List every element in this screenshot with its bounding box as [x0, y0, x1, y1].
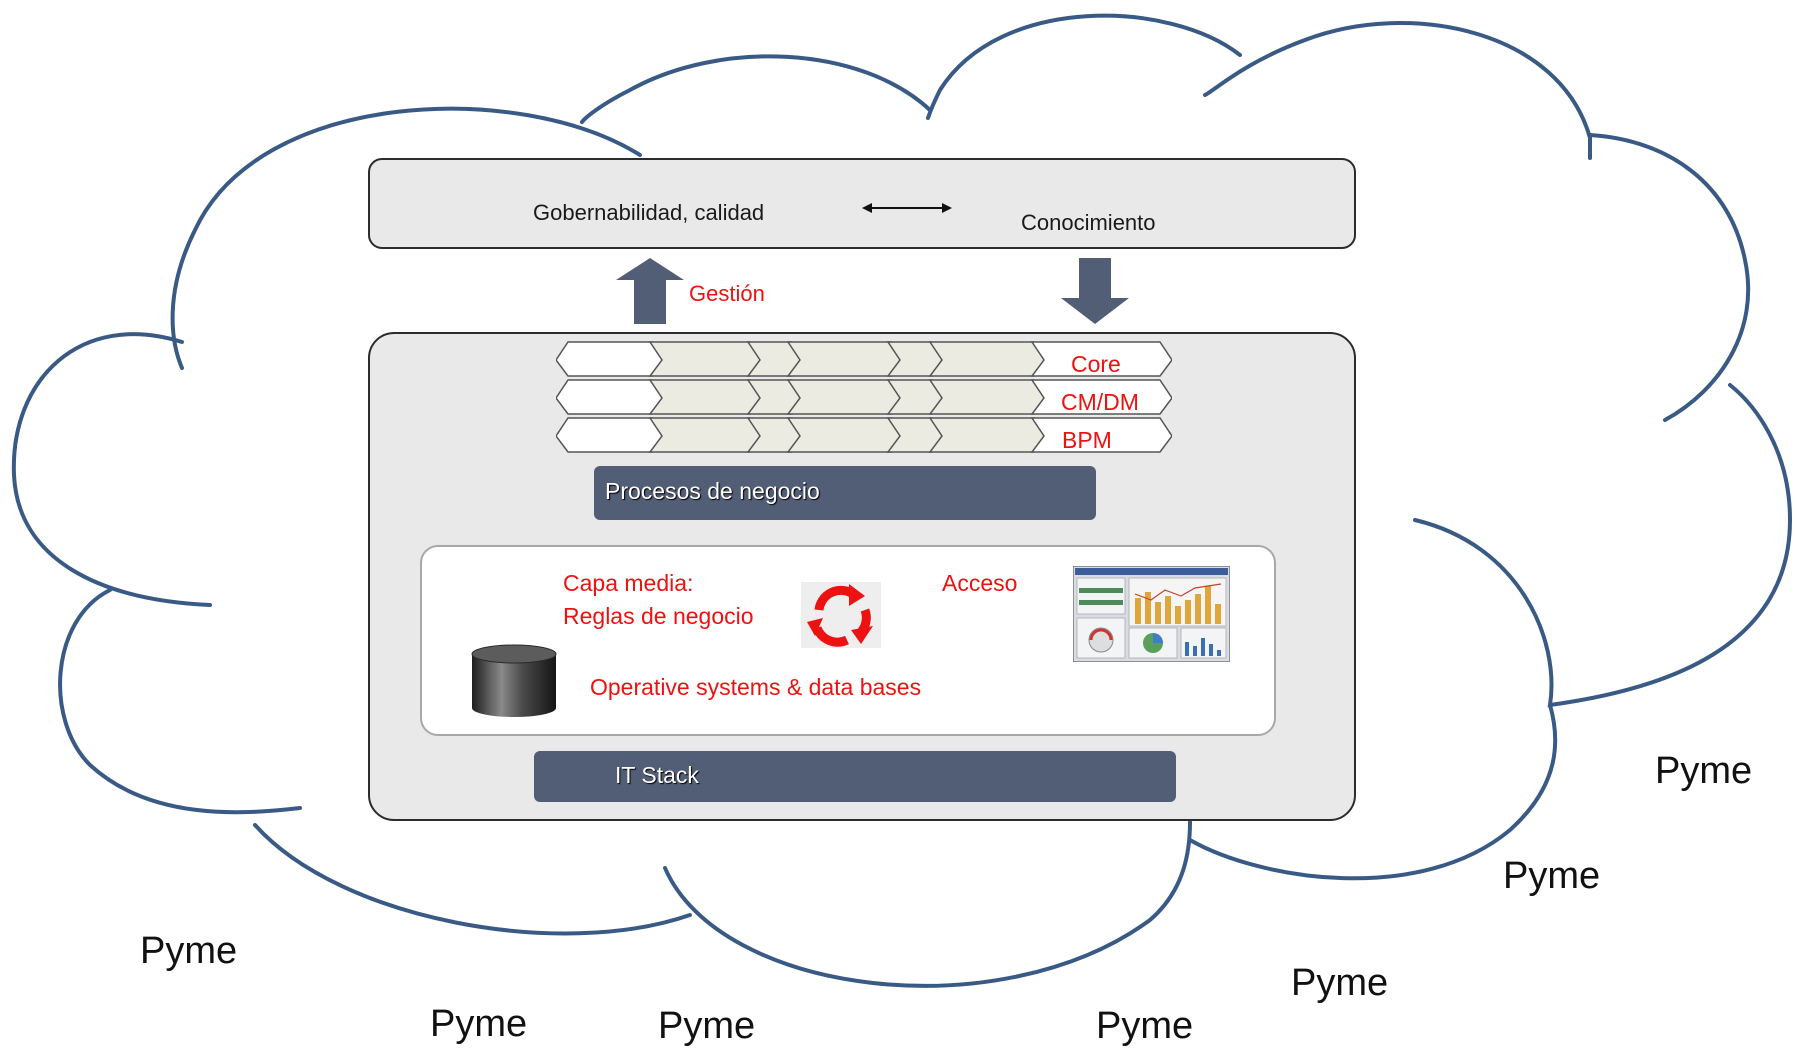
chevron: [928, 417, 1047, 453]
chevron: [928, 341, 1047, 377]
process-chevrons: [556, 341, 1172, 453]
chevron: [786, 379, 905, 415]
up-arrow-icon: [616, 258, 684, 324]
cycle-arrows-icon: [801, 582, 881, 648]
cloud-arc: [253, 823, 692, 936]
chevron-row-label-core: Core: [1071, 351, 1121, 377]
database-icon: [471, 644, 557, 717]
business-processes-bar: Procesos de negocio: [594, 466, 1096, 520]
chevron: [556, 341, 665, 377]
chevron-row-label-cmdm: CM/DM: [1061, 389, 1139, 415]
pyme-label: Pyme: [430, 1003, 528, 1045]
operative-systems-label: Operative systems & data bases: [590, 674, 922, 700]
chevron: [1030, 379, 1172, 415]
it-stack-bar: IT Stack: [534, 751, 1176, 802]
dashboard-thumbnail: [1073, 566, 1230, 662]
cloud-arc: [926, 13, 1242, 120]
cloud-arc: [1413, 383, 1793, 708]
chevron: [1030, 341, 1172, 377]
chevron-row-label-bpm: BPM: [1062, 427, 1112, 453]
pyme-label: Pyme: [1655, 750, 1753, 792]
chevron: [928, 379, 1047, 415]
pyme-label: Pyme: [658, 1005, 756, 1047]
chevron: [648, 417, 763, 453]
pyme-label: Pyme: [1096, 1005, 1194, 1047]
gestion-label: Gestión: [689, 281, 765, 306]
cloud-arc: [1588, 132, 1751, 422]
knowledge-label: Conocimiento: [1021, 210, 1156, 235]
cloud-arc: [11, 332, 212, 607]
chevron: [556, 417, 665, 453]
down-arrow-icon: [1061, 258, 1129, 324]
governance-box: [368, 158, 1356, 249]
chevron: [556, 379, 665, 415]
access-label: Acceso: [942, 570, 1018, 596]
cloud-arc: [1203, 21, 1592, 140]
governance-label: Gobernabilidad, calidad: [533, 200, 765, 225]
pyme-label: Pyme: [1291, 962, 1389, 1004]
chevron: [1030, 417, 1172, 453]
middle-layer-label: Capa media:: [563, 570, 694, 596]
double-arrow-icon: [862, 203, 952, 213]
pyme-label: Pyme: [1503, 855, 1601, 897]
pyme-label: Pyme: [140, 930, 238, 972]
business-rules-label: Reglas de negocio: [563, 603, 754, 629]
chevron: [648, 341, 763, 377]
cloud-arc: [170, 106, 642, 370]
cloud-arc: [1188, 703, 1558, 881]
cloud-arc: [58, 588, 302, 815]
chevron: [786, 341, 905, 377]
chevron: [648, 379, 763, 415]
cloud-arc: [580, 54, 932, 124]
chevron: [786, 417, 905, 453]
cloud-arc: [663, 820, 1192, 988]
